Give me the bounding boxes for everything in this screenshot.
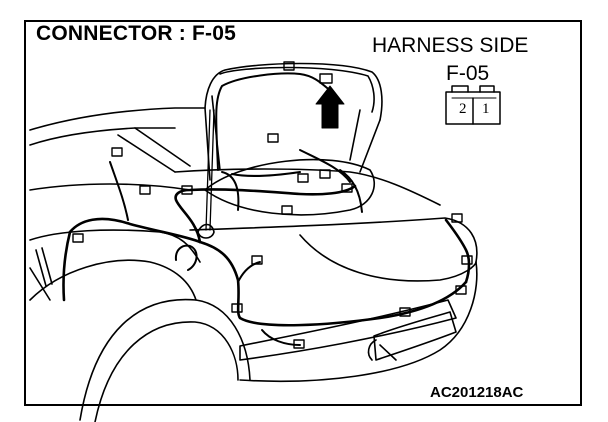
trunk-lid [197,62,383,239]
connector-marker [341,183,353,193]
connector-marker [461,255,473,265]
wiring-harness [62,72,471,346]
connector-marker [139,185,151,195]
pin-label: 1 [482,101,490,117]
connector-marker [181,185,193,195]
figure-code: AC201218AC [430,384,524,401]
connector-marker [399,307,411,317]
harness-connectors [72,61,473,349]
connector-marker [281,205,293,215]
connector-f05-location [319,73,333,84]
location-arrow-icon [315,85,345,129]
connector-marker [297,173,309,183]
harness-side-label: HARNESS SIDE [372,34,529,57]
connector-marker [455,285,467,295]
connector-marker [293,339,305,349]
connector-id-label: F-05 [446,62,490,85]
connector-marker [231,303,243,313]
connector-marker [251,255,263,265]
connector-marker [283,61,295,71]
diagram-frame [24,20,582,406]
connector-marker [72,233,84,243]
pin-label: 2 [459,101,467,117]
connector-marker [319,169,331,179]
page-title: CONNECTOR : F-05 [36,22,236,45]
connector-marker [451,213,463,223]
connector-face-icon [445,85,501,125]
connector-marker [267,133,279,143]
connector-marker [111,147,123,157]
